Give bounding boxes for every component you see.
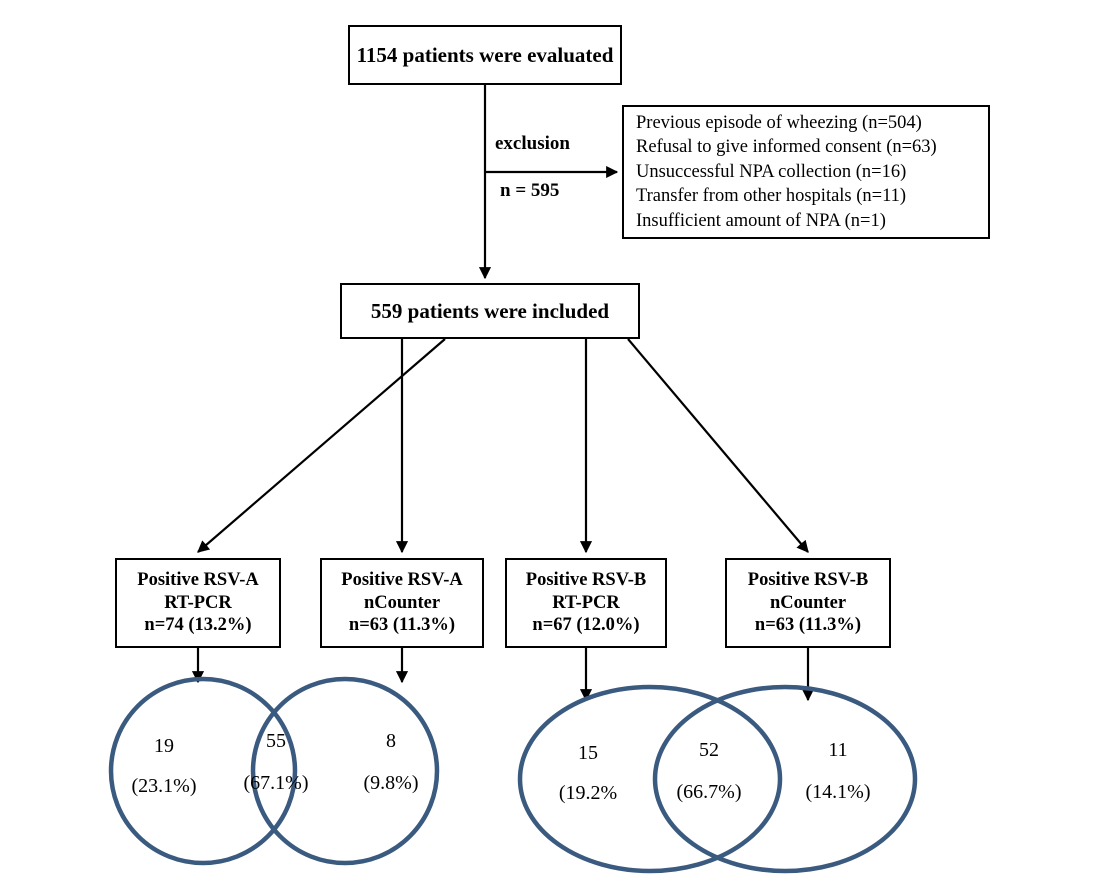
edge-included-to-rsva-rtpcr [197,338,446,553]
venn-b-overlap-percent: (66.7%) [676,781,742,803]
exclusion-reason-4: Transfer from other hospitals (n=11) [636,186,907,207]
venn-a-overlap-count: 55 [266,730,286,752]
box-positive-rsva-ncounter: Positive RSV-A nCounter n=63 (11.3%) [320,558,484,648]
exclusion-reason-2: Refusal to give informed consent (n=63) [636,137,937,158]
venn-b-left-only-count: 15 [578,742,598,764]
rsvb-rtpcr-line-3: n=67 (12.0%) [532,615,640,636]
venn-b-right-only-percent: (14.1%) [805,781,871,803]
venn-b-circle-left [517,684,783,874]
venn-b-right-only-count: 11 [828,739,848,761]
rsvb-rtpcr-line-2: RT-PCR [552,592,620,613]
edge-label-exclusion-count: n = 595 [500,180,560,201]
rsvb-ncounter-line-2: nCounter [769,592,847,613]
exclusion-reason-3: Unsuccessful NPA collection (n=16) [636,161,907,182]
venn-a-circle-right [250,676,440,866]
box-patients-included: 559 patients were included [340,283,640,339]
rsvb-ncounter-line-1: Positive RSV-B [747,569,869,590]
exclusion-reason-1: Previous episode of wheezing (n=504) [636,112,922,133]
venn-a-left-only-count: 19 [154,735,174,757]
venn-a-right-only-count: 8 [386,730,396,752]
venn-a-left-only-percent: (23.1%) [131,775,197,797]
venn-a-circle-left [108,676,298,866]
box-positive-rsvb-rtpcr: Positive RSV-B RT-PCR n=67 (12.0%) [505,558,667,648]
venn-diagram-rsva [108,676,440,866]
box-positive-rsvb-ncounter: Positive RSV-B nCounter n=63 (11.3%) [725,558,891,648]
box-evaluated-line-1: 1154 patients were evaluated [356,42,614,67]
rsva-rtpcr-line-3: n=74 (13.2%) [144,615,252,636]
venn-a-right-only-percent: (9.8%) [363,772,419,794]
box-patients-evaluated: 1154 patients were evaluated [348,25,622,85]
rsvb-rtpcr-line-1: Positive RSV-B [525,569,647,590]
venn-a-overlap-percent: (67.1%) [243,772,309,794]
box-positive-rsva-rtpcr: Positive RSV-A RT-PCR n=74 (13.2%) [115,558,281,648]
rsva-ncounter-line-1: Positive RSV-A [341,569,463,590]
rsva-ncounter-line-3: n=63 (11.3%) [348,615,456,636]
exclusion-reason-5: Insufficient amount of NPA (n=1) [636,210,886,231]
venn-b-left-only-percent: (19.2% [558,782,618,804]
venn-b-circle-right [652,684,918,874]
venn-diagram-rsvb [517,684,918,874]
edge-label-exclusion: exclusion [495,133,570,154]
box-exclusion-reasons: Previous episode of wheezing (n=504) Ref… [622,105,990,239]
rsva-rtpcr-line-2: RT-PCR [164,592,232,613]
rsva-ncounter-line-2: nCounter [363,592,441,613]
rsvb-ncounter-line-3: n=63 (11.3%) [754,615,862,636]
venn-b-overlap-count: 52 [699,739,719,761]
rsva-rtpcr-line-1: Positive RSV-A [137,569,259,590]
box-included-line-1: 559 patients were included [370,298,610,323]
edge-included-to-rsvb-ncounter [627,338,809,553]
